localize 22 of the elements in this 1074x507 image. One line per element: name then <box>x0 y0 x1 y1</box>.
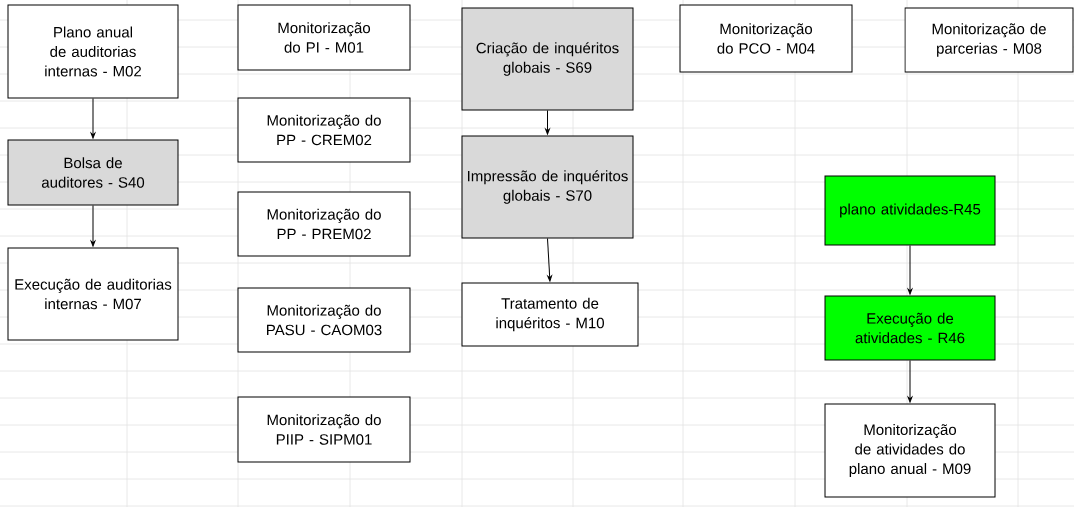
process-box: Monitorização de parcerias - M08 <box>904 7 1074 73</box>
process-box: Execução de auditorias internas - M07 <box>7 247 179 341</box>
arrow <box>907 245 913 295</box>
arrow <box>547 238 552 282</box>
process-box: Tratamento de inquéritos - M10 <box>461 282 639 347</box>
process-box: Monitorização do PCO - M04 <box>679 4 853 73</box>
arrow <box>90 98 96 139</box>
process-box: Monitorização do PP - CREM02 <box>237 97 411 163</box>
process-box: Monitorização de atividades do plano anual - M09 <box>824 403 996 498</box>
process-box: Plano anual de auditorias internas - M02 <box>7 4 179 99</box>
process-box: Monitorização do PI - M01 <box>237 4 411 71</box>
process-box: Monitorização do PASU - CAOM03 <box>237 287 411 353</box>
process-box: Criação de inquéritos globais - S69 <box>461 7 634 111</box>
process-box: Execução de atividades - R46 <box>824 295 996 361</box>
process-box: plano atividades-R45 <box>824 175 996 246</box>
arrow <box>907 360 913 403</box>
process-box: Monitorização do PP - PREM02 <box>237 191 411 257</box>
process-box: Bolsa de auditores - S40 <box>7 139 179 206</box>
process-box: Monitorização do PIIP - SIPM01 <box>237 396 411 463</box>
arrow <box>90 205 96 247</box>
process-box: Impressão de inquéritos globais - S70 <box>461 135 634 239</box>
arrow <box>545 110 550 135</box>
